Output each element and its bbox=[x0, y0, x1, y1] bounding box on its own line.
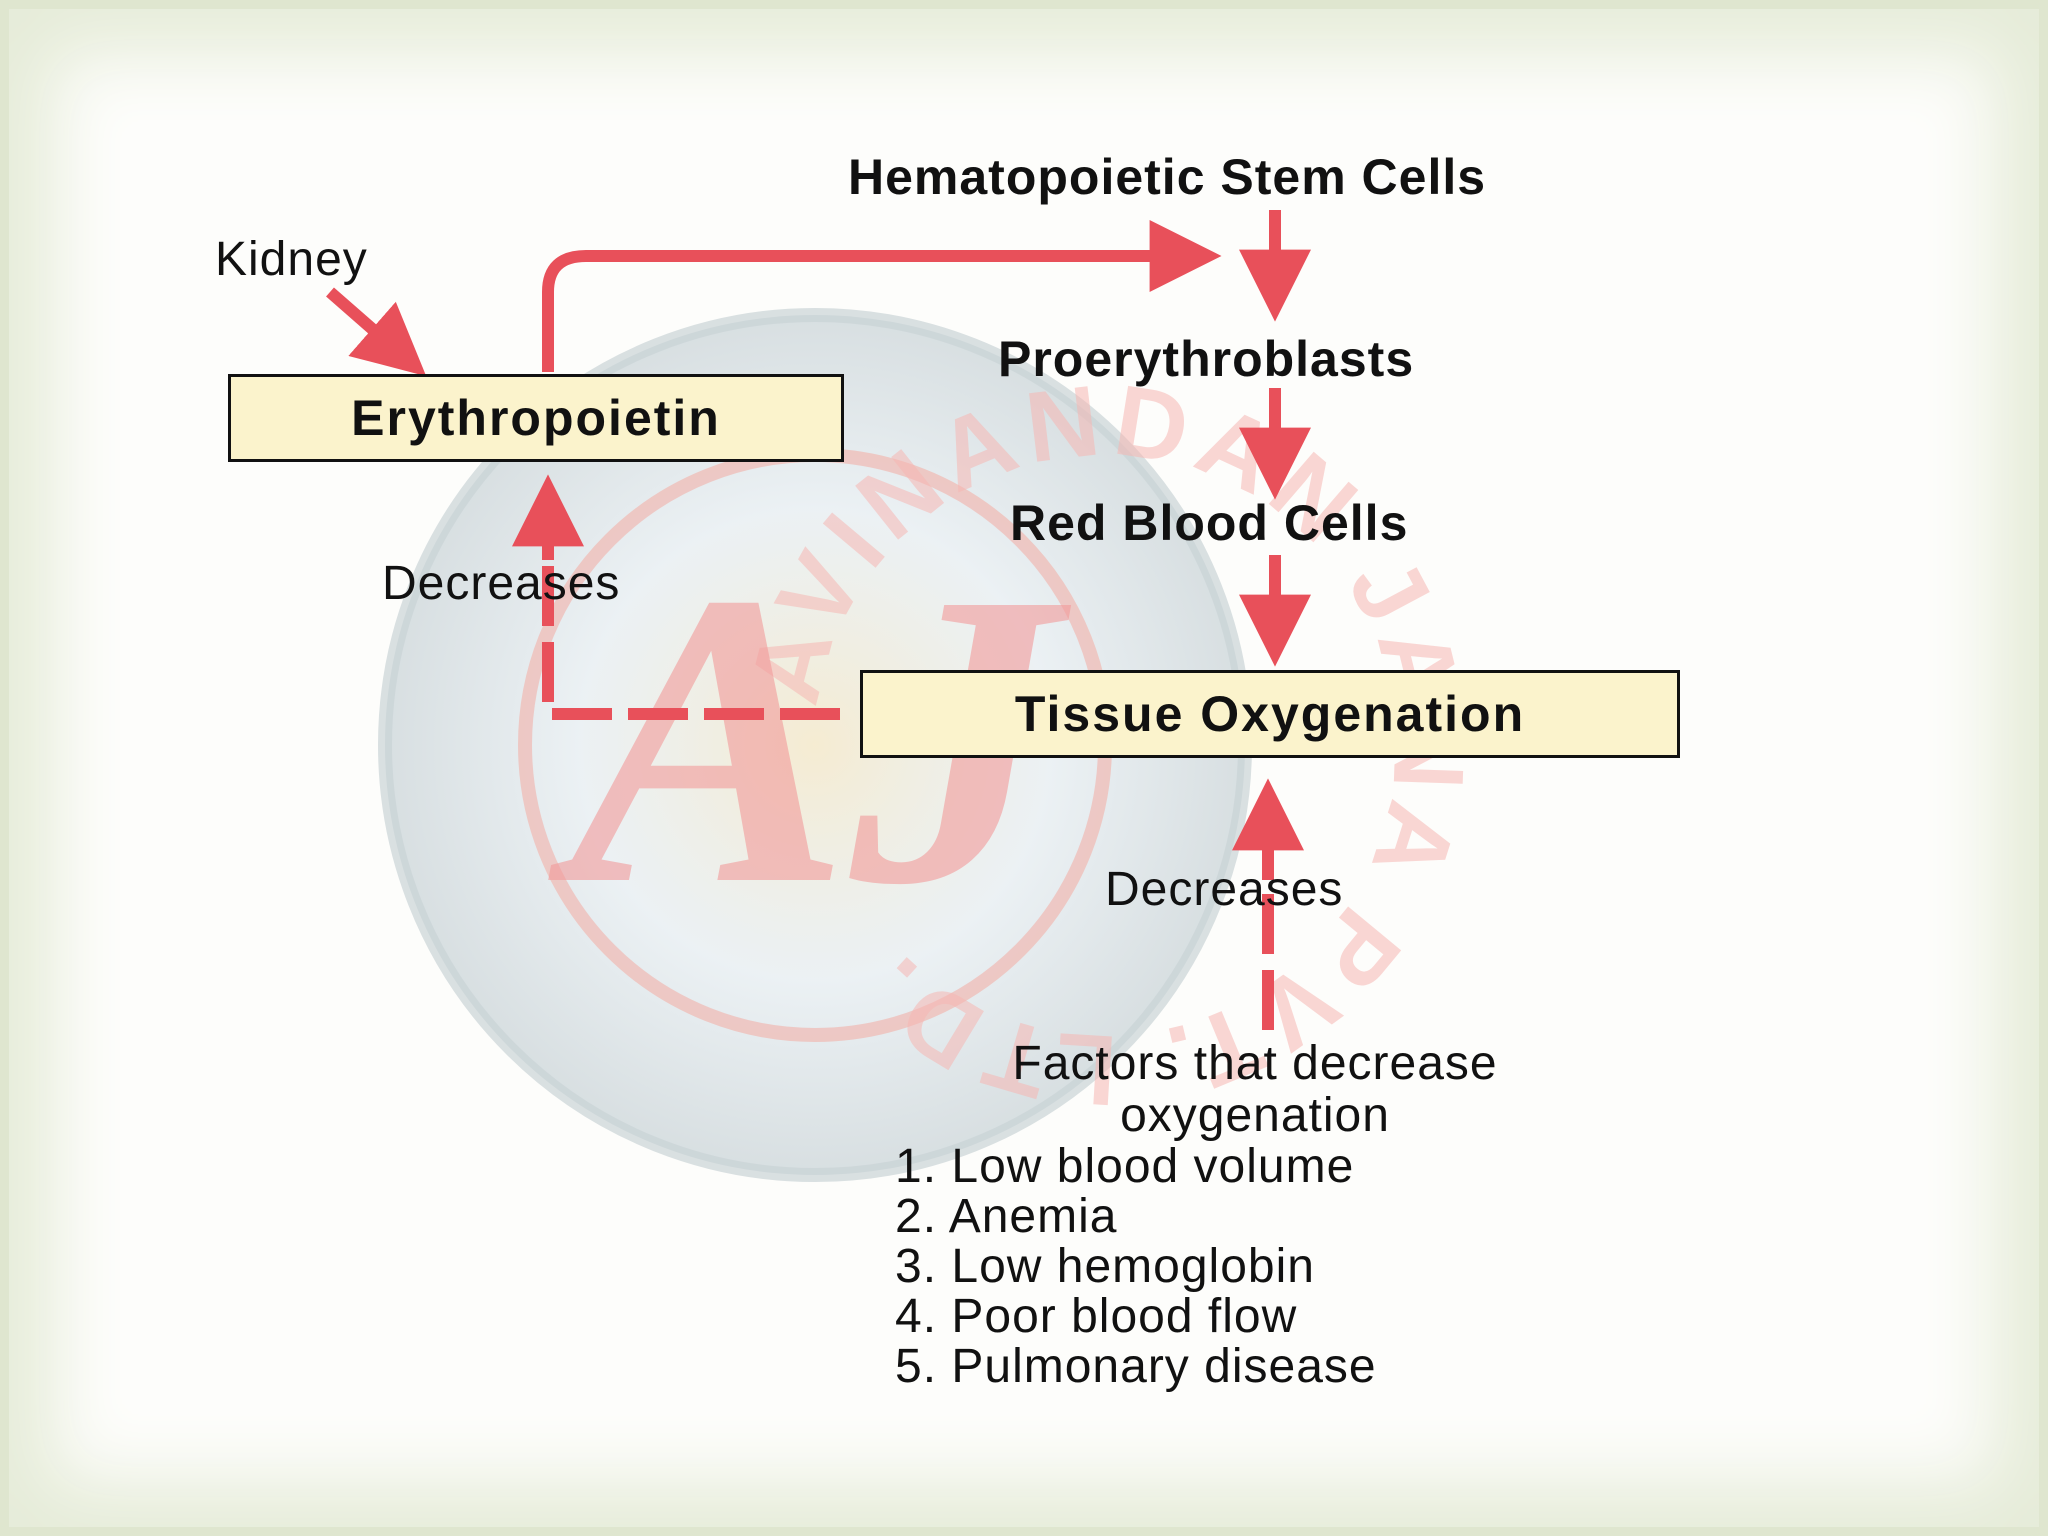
factor-item: 5. Pulmonary disease bbox=[895, 1340, 1377, 1393]
factors-heading-line1: Factors that decrease bbox=[1012, 1037, 1498, 1090]
node-red-blood-cells: Red Blood Cells bbox=[1010, 495, 1409, 551]
factor-item: 2. Anemia bbox=[895, 1190, 1118, 1243]
node-erythropoietin: Erythropoietin bbox=[228, 374, 844, 462]
node-tissue-oxygenation: Tissue Oxygenation bbox=[860, 670, 1680, 758]
arrow-epo-to-stem-cells bbox=[542, 220, 1222, 372]
factor-item: 3. Low hemoglobin bbox=[895, 1240, 1315, 1293]
factors-panel: Factors that decrease oxygenation 1. Low… bbox=[895, 1038, 1655, 1392]
label-decreases-feedback: Decreases bbox=[382, 557, 621, 610]
factors-heading-line2: oxygenation bbox=[1120, 1089, 1390, 1142]
arrow-kidney-to-epo bbox=[326, 287, 427, 377]
node-kidney: Kidney bbox=[215, 233, 368, 286]
watermark-disc bbox=[385, 315, 1245, 1175]
dashed-feedback-tissue-to-epo bbox=[542, 548, 840, 720]
factor-item: 1. Low blood volume bbox=[895, 1140, 1355, 1193]
node-hematopoietic-stem-cells: Hematopoietic Stem Cells bbox=[848, 149, 1487, 205]
factor-item: 4. Poor blood flow bbox=[895, 1290, 1298, 1343]
factors-list: 1. Low blood volume 2. Anemia 3. Low hem… bbox=[895, 1142, 1655, 1392]
node-proerythroblasts: Proerythroblasts bbox=[998, 331, 1415, 387]
label-decreases-factors: Decreases bbox=[1105, 863, 1344, 916]
